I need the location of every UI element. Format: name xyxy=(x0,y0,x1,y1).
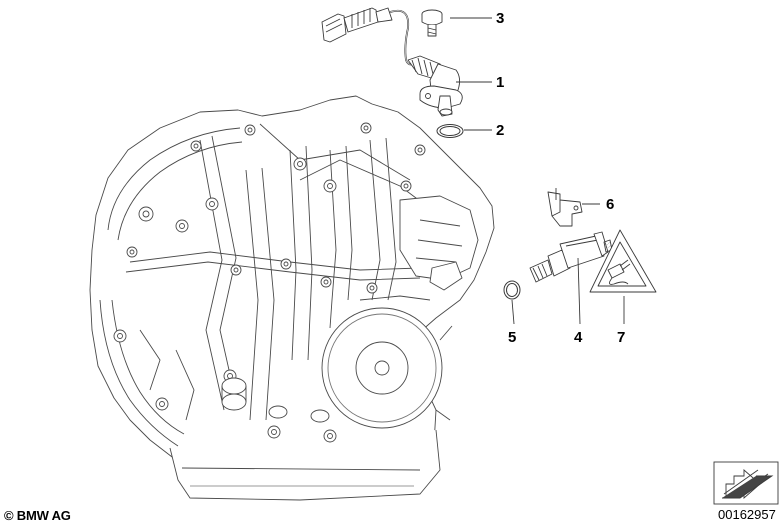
speed-sensor[interactable] xyxy=(407,55,463,117)
callout-4: 4 xyxy=(574,329,583,346)
sealing-ring[interactable] xyxy=(503,280,521,300)
arrow-symbol xyxy=(713,461,779,505)
copyright-notice: © BMW AG xyxy=(4,508,71,523)
plug-icon xyxy=(607,259,631,285)
callout-6: 6 xyxy=(606,196,615,213)
switch[interactable] xyxy=(529,231,613,283)
callout-3: 3 xyxy=(496,10,505,27)
document-number: 00162957 xyxy=(718,507,776,522)
leader-lines xyxy=(450,17,625,325)
bolt[interactable] xyxy=(421,9,443,37)
o-ring[interactable] xyxy=(436,124,464,138)
sensor-connector-cable xyxy=(321,7,415,66)
callout-1: 1 xyxy=(496,74,505,91)
warning-triangle-label[interactable] xyxy=(589,229,657,293)
transmission-housing xyxy=(89,95,495,501)
callout-7: 7 xyxy=(617,329,626,346)
callout-2: 2 xyxy=(496,122,505,139)
callout-5: 5 xyxy=(508,329,517,346)
bracket[interactable] xyxy=(547,188,583,227)
